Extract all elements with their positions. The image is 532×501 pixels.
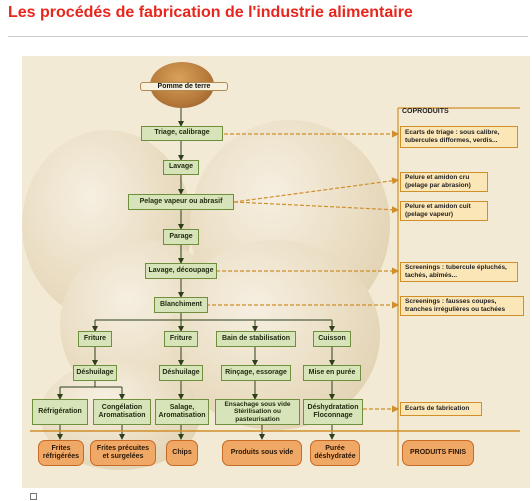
step-bain-stabilisation: Bain de stabilisation	[216, 331, 296, 347]
coproduit-pelure-cuit: Pelure et amidon cuit (pelage vapeur)	[400, 201, 488, 221]
step-deshuilage-2: Déshuilage	[159, 365, 203, 381]
coproduit-screenings-tubercules: Screenings : tubercule épluchés, tachés,…	[400, 262, 518, 282]
product-frites-precuites: Frites précuites et surgelées	[90, 440, 156, 466]
step-ensachage: Ensachage sous vide Stérilisation ou pas…	[215, 399, 300, 425]
bottom-bar	[0, 491, 532, 501]
page-title: Les procédés de fabrication de l'industr…	[8, 4, 413, 21]
coproduits-header: COPRODUITS	[402, 108, 449, 115]
title-divider	[8, 36, 528, 37]
step-triage: Triage, calibrage	[141, 126, 223, 141]
step-cuisson: Cuisson	[313, 331, 351, 347]
coproduit-pelure-cru: Pelure et amidon cru (pelage par abrasio…	[400, 172, 488, 192]
step-parage: Parage	[163, 229, 199, 245]
step-friture-2: Friture	[164, 331, 198, 347]
step-blanchiment: Blanchiment	[154, 297, 208, 313]
step-rincage-essorage: Rinçage, essorage	[221, 365, 291, 381]
step-refrigeration: Réfrigération	[32, 399, 88, 425]
step-deshydratation: Déshydratation Floconnage	[303, 399, 363, 425]
step-deshuilage-1: Déshuilage	[73, 365, 117, 381]
coproduit-ecarts-triage: Ecarts de triage : sous calibre, tubercu…	[400, 126, 518, 148]
coproduit-ecarts-fabrication: Ecarts de fabrication	[400, 402, 482, 416]
product-chips: Chips	[166, 440, 198, 466]
step-pomme-de-terre: Pomme de terre	[140, 82, 228, 91]
products-finis-label: PRODUITS FINIS	[402, 440, 474, 466]
step-pelage: Pelage vapeur ou abrasif	[128, 194, 234, 210]
coproduit-screenings-coupes: Screenings : fausses coupes, tranches ir…	[400, 296, 524, 316]
step-congelation: Congélation Aromatisation	[93, 399, 151, 425]
product-puree-deshydratee: Purée déshydratée	[310, 440, 360, 466]
step-lavage: Lavage	[163, 160, 199, 175]
step-friture-1: Friture	[78, 331, 112, 347]
step-salage: Salage, Aromatisation	[155, 399, 209, 425]
product-sous-vide: Produits sous vide	[222, 440, 302, 466]
step-lavage-decoupage: Lavage, découpage	[145, 263, 217, 279]
step-mise-en-puree: Mise en purée	[303, 365, 361, 381]
product-frites-refrigerees: Frites réfrigérées	[38, 440, 84, 466]
checkbox[interactable]	[30, 493, 37, 500]
